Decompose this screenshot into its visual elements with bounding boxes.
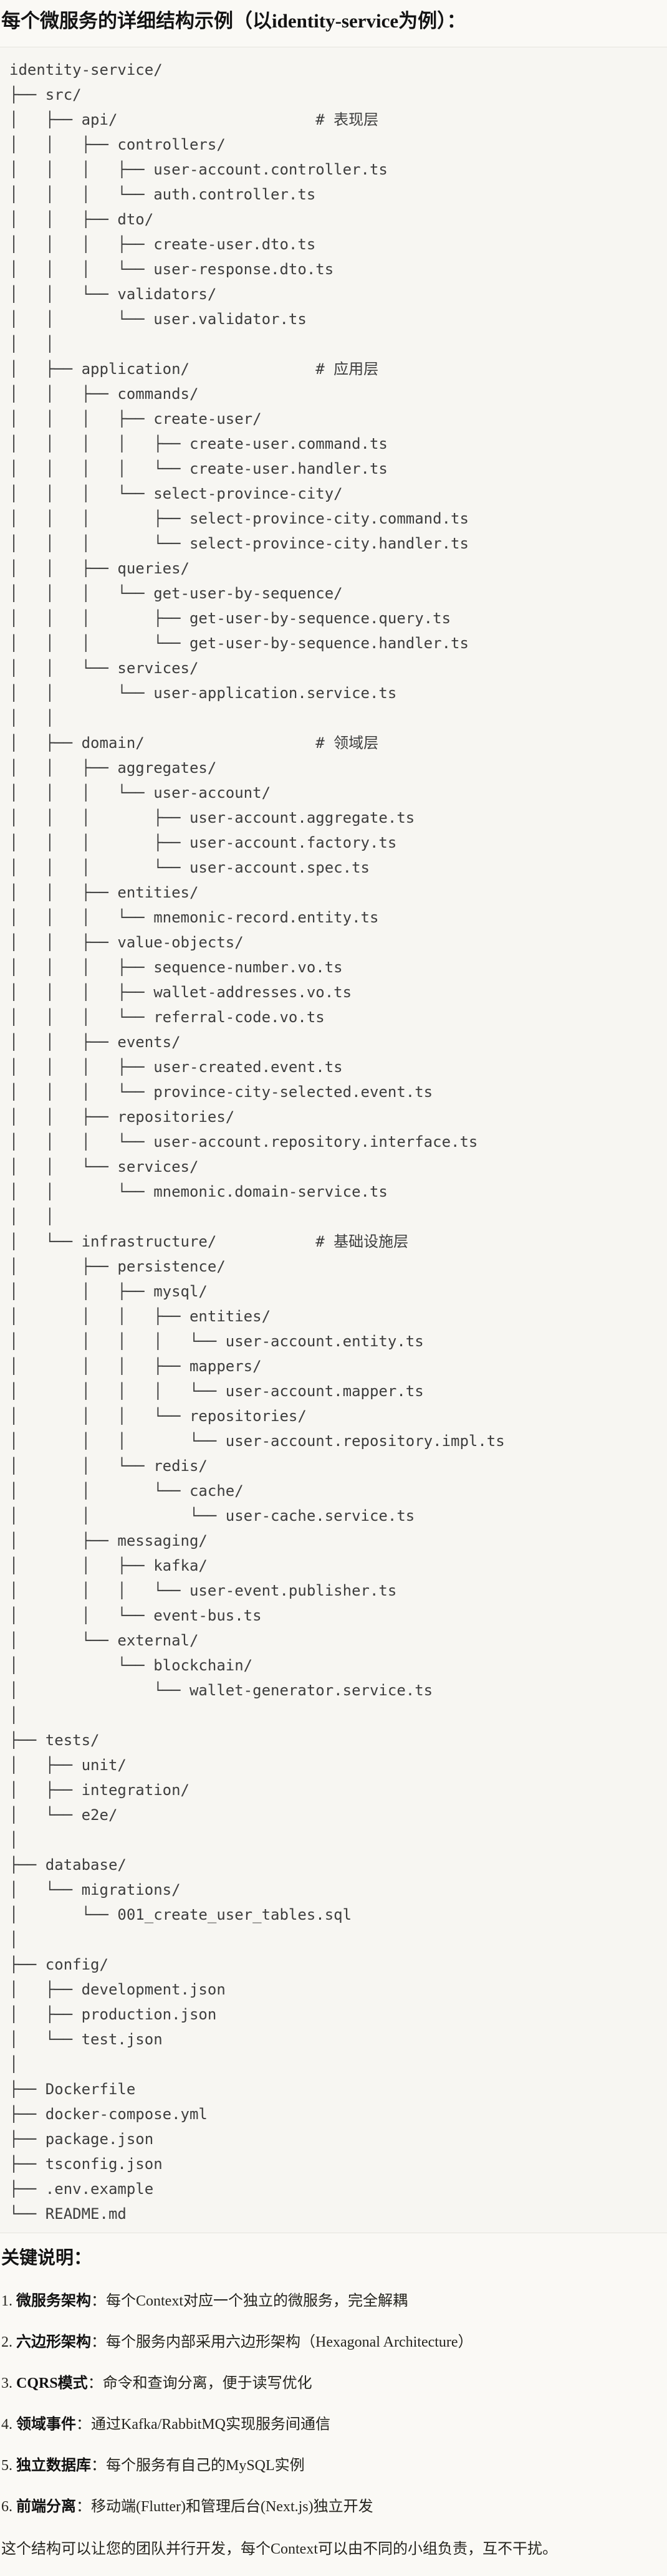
note-item-number: 2. [1, 2334, 12, 2350]
note-item-colon: ： [76, 2499, 91, 2515]
note-item: 4.领域事件：通过Kafka/RabbitMQ实现服务间通信 [1, 2416, 667, 2433]
note-item-colon: ： [76, 2416, 91, 2433]
note-item-label: 六边形架构 [16, 2334, 91, 2350]
note-item-colon: ： [87, 2375, 103, 2392]
notes-section: 关键说明： 1.微服务架构：每个Context对应一个独立的微服务，完全解耦 2… [1, 2248, 667, 2558]
note-item: 5.独立数据库：每个服务有自己的MySQL实例 [1, 2457, 667, 2474]
note-item-text: 每个服务内部采用六边形架构（Hexagonal Architecture） [106, 2334, 473, 2350]
note-item-label: CQRS模式 [16, 2375, 88, 2392]
note-item-label: 领域事件 [16, 2416, 76, 2433]
note-item-number: 5. [1, 2458, 12, 2474]
note-item-number: 6. [1, 2499, 12, 2515]
note-item-number: 3. [1, 2375, 12, 2392]
note-item-label: 前端分离 [16, 2499, 76, 2515]
note-item-text: 每个服务有自己的MySQL实例 [106, 2458, 305, 2474]
note-item-text: 移动端(Flutter)和管理后台(Next.js)独立开发 [91, 2499, 373, 2515]
notes-footer: 这个结构可以让您的团队并行开发，每个Context可以由不同的小组负责，互不干扰… [1, 2541, 557, 2557]
note-item: 2.六边形架构：每个服务内部采用六边形架构（Hexagonal Architec… [1, 2334, 667, 2351]
note-item-label: 微服务架构 [16, 2293, 91, 2309]
note-item-colon: ： [91, 2458, 106, 2474]
note-item-colon: ： [91, 2293, 106, 2309]
note-item-colon: ： [91, 2334, 106, 2350]
note-item: 1.微服务架构：每个Context对应一个独立的微服务，完全解耦 [1, 2292, 667, 2310]
note-item-number: 1. [1, 2293, 12, 2309]
note-item: 3.CQRS模式：命令和查询分离，便于读写优化 [1, 2375, 667, 2392]
notes-list: 1.微服务架构：每个Context对应一个独立的微服务，完全解耦 2.六边形架构… [1, 2292, 667, 2516]
directory-tree: identity-service/ ├── src/ │ ├── api/ # … [9, 61, 505, 2223]
note-item-number: 4. [1, 2416, 12, 2433]
note-item-text: 命令和查询分离，便于读写优化 [102, 2375, 312, 2392]
note-item: 6.前端分离：移动端(Flutter)和管理后台(Next.js)独立开发 [1, 2498, 667, 2516]
note-item-label: 独立数据库 [16, 2458, 91, 2474]
page-title: 每个微服务的详细结构示例（以identity-service为例）： [1, 10, 466, 32]
note-item-text: 每个Context对应一个独立的微服务，完全解耦 [106, 2293, 408, 2309]
page: { "title": "每个微服务的详细结构示例（以identity-servi… [0, 10, 667, 2576]
notes-heading: 关键说明： [1, 2248, 92, 2268]
note-item-text: 通过Kafka/RabbitMQ实现服务间通信 [91, 2416, 330, 2433]
code-block: identity-service/ ├── src/ │ ├── api/ # … [0, 47, 667, 2233]
